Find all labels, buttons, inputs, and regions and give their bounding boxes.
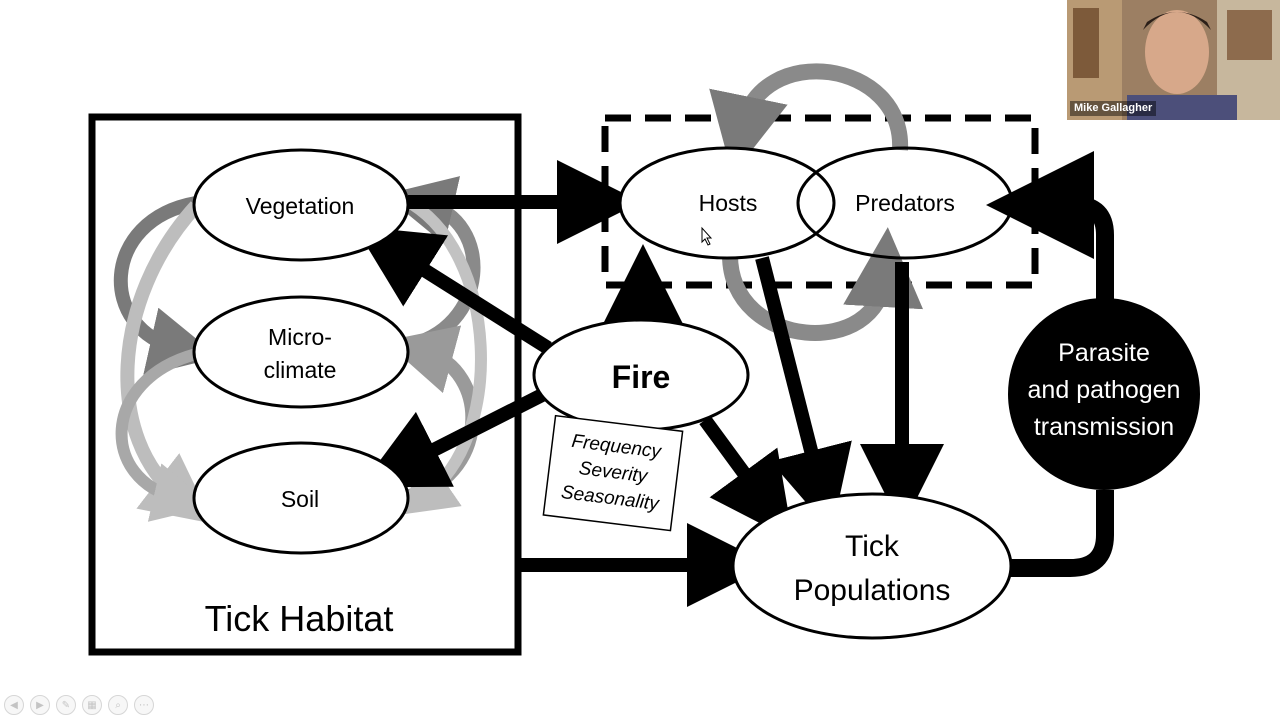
arrow-vegetation-to-microclimate bbox=[113, 196, 219, 376]
zoom-icon[interactable]: ⌕ bbox=[108, 695, 128, 715]
parasite-label-line3: transmission bbox=[1034, 413, 1174, 441]
parasite-transmission-node bbox=[1008, 298, 1200, 490]
arrow-fire-to-soil bbox=[360, 385, 552, 488]
prev-slide-icon[interactable]: ◀ bbox=[4, 695, 24, 715]
next-slide-icon[interactable]: ▶ bbox=[30, 695, 50, 715]
tick-populations-node bbox=[731, 492, 1013, 640]
arrow-predators-to-hosts bbox=[709, 63, 909, 176]
hosts-node bbox=[618, 146, 836, 260]
microclimate-label-line2: climate bbox=[264, 357, 337, 383]
arrow-hosts-to-predators bbox=[722, 227, 923, 341]
more-options-icon[interactable]: ⋯ bbox=[134, 695, 154, 715]
arrow-parasite-to-predators bbox=[986, 151, 1114, 300]
parasite-label-line2: and pathogen bbox=[1028, 376, 1181, 404]
slides-grid-icon[interactable]: ▦ bbox=[82, 695, 102, 715]
fire-label: Fire bbox=[612, 359, 671, 395]
arrow-microclimate-to-soil bbox=[115, 348, 214, 522]
parasite-label-line1: Parasite bbox=[1058, 339, 1150, 367]
predators-label: Predators bbox=[855, 190, 955, 216]
tick-populations-label-line1: Tick bbox=[845, 530, 900, 563]
hosts-predators-dashed-box bbox=[601, 114, 1039, 289]
arrow-fire-to-vegetation bbox=[354, 226, 552, 354]
slide-navigation-toolbar: ◀ ▶ ✎ ▦ ⌕ ⋯ bbox=[4, 693, 154, 717]
arrow-fire-to-tick-populations bbox=[699, 415, 794, 541]
arrow-hosts-to-tick-populations bbox=[755, 256, 852, 533]
fire-attributes-box: Frequency Severity Seasonality bbox=[542, 414, 684, 532]
microclimate-label-line1: Micro- bbox=[268, 324, 332, 350]
tick-habitat-label: Tick Habitat bbox=[205, 598, 394, 639]
participant-name-label: Mike Gallagher bbox=[1070, 101, 1157, 116]
vegetation-node bbox=[192, 148, 410, 262]
arrow-tick-populations-to-parasite bbox=[1010, 490, 1114, 577]
pen-icon[interactable]: ✎ bbox=[56, 695, 76, 715]
microclimate-node bbox=[192, 295, 410, 409]
mouse-cursor-icon bbox=[701, 226, 713, 246]
hosts-label: Hosts bbox=[699, 190, 758, 216]
predators-node bbox=[796, 146, 1014, 260]
soil-node bbox=[192, 441, 410, 555]
participant-video-frame bbox=[1067, 0, 1280, 120]
participant-video-tile[interactable]: Mike Gallagher bbox=[1067, 0, 1280, 120]
vegetation-label: Vegetation bbox=[246, 193, 355, 219]
tick-populations-label-line2: Populations bbox=[794, 574, 951, 607]
soil-label: Soil bbox=[281, 486, 319, 512]
tick-habitat-box bbox=[88, 113, 522, 656]
